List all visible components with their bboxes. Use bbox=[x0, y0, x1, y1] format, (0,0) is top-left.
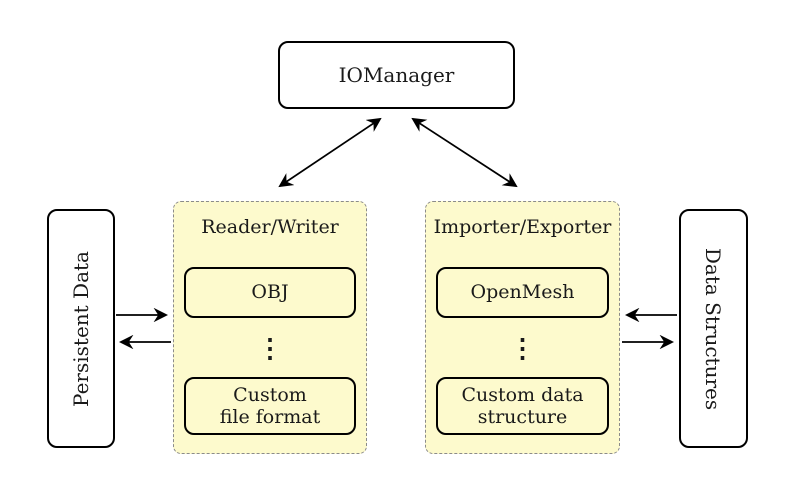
container-reader-writer-title: Reader/Writer bbox=[201, 216, 339, 238]
vertical-ellipsis-icon: ⋮ bbox=[509, 334, 536, 364]
node-iomanager-label: IOManager bbox=[338, 63, 455, 87]
arrow-iomanager-importerexporter bbox=[411, 117, 518, 188]
node-iomanager: IOManager bbox=[278, 41, 515, 109]
container-importer-exporter: Importer/Exporter OpenMesh ⋮ Custom data… bbox=[425, 201, 620, 454]
node-obj: OBJ bbox=[184, 267, 356, 318]
vertical-ellipsis-icon: ⋮ bbox=[257, 334, 283, 364]
arrow-iomanager-readerwriter bbox=[278, 117, 382, 188]
container-reader-writer: Reader/Writer OBJ ⋮ Custom file format bbox=[173, 201, 367, 454]
node-data-structures: Data Structures bbox=[679, 209, 748, 448]
node-persistent-data: Persistent Data bbox=[47, 209, 115, 448]
node-custom-data-structure: Custom data structure bbox=[436, 377, 609, 435]
node-openmesh: OpenMesh bbox=[436, 267, 609, 318]
container-importer-exporter-title: Importer/Exporter bbox=[433, 216, 612, 238]
node-persistent-data-label: Persistent Data bbox=[69, 250, 94, 407]
node-data-structures-label: Data Structures bbox=[701, 247, 726, 410]
node-custom-file-format: Custom file format bbox=[184, 377, 356, 435]
